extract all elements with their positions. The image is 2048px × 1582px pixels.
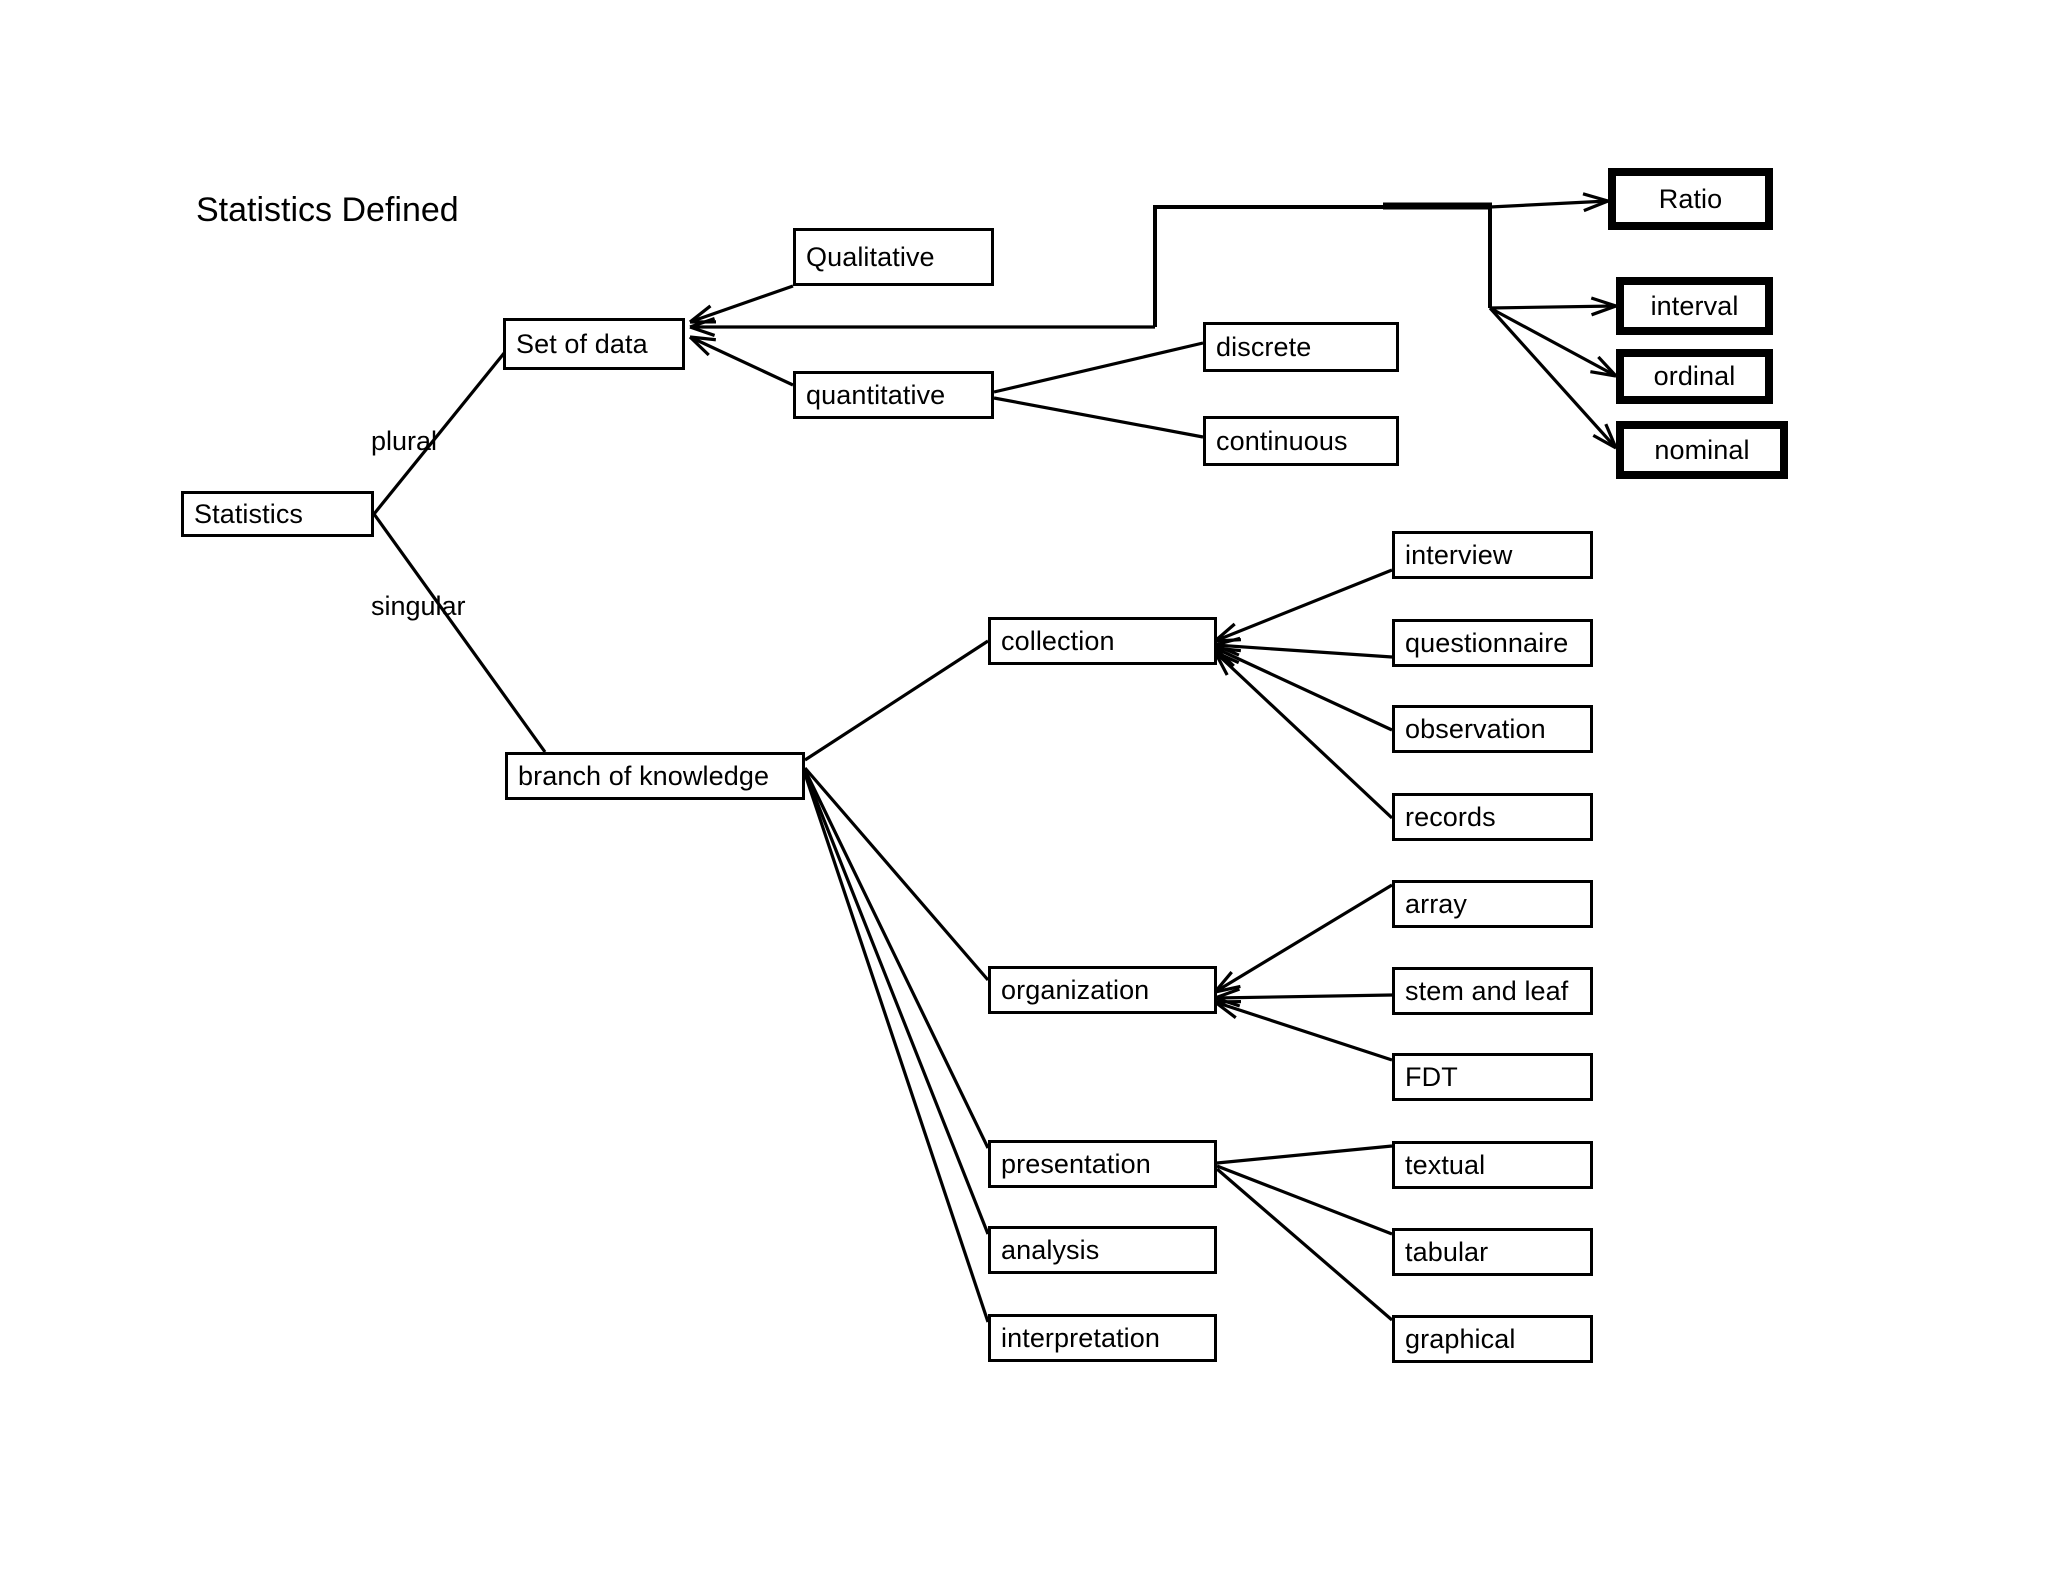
node-qualitative[interactable]: Qualitative xyxy=(793,228,994,286)
node-label: Ratio xyxy=(1658,183,1723,214)
edge-branch-to-collection xyxy=(804,639,989,762)
edge-quantitative-to-discrete xyxy=(993,341,1204,394)
node-label: analysis xyxy=(1001,1234,1100,1265)
page-title: Statistics Defined xyxy=(196,191,459,229)
node-label: textual xyxy=(1405,1149,1486,1180)
node-label: collection xyxy=(1001,625,1115,656)
node-label: Set of data xyxy=(516,328,648,359)
node-label: continuous xyxy=(1216,425,1348,456)
edge-branch-to-analysis xyxy=(803,771,990,1235)
edge-label-plural: plural xyxy=(371,426,438,456)
node-ordinal[interactable]: ordinal xyxy=(1616,349,1773,404)
edge-qualitative-to-set-of-data xyxy=(689,284,794,324)
node-stem-and-leaf[interactable]: stem and leaf xyxy=(1392,967,1593,1015)
node-records[interactable]: records xyxy=(1392,793,1593,841)
edge-quantitative-to-continuous xyxy=(993,396,1204,439)
node-label: ordinal xyxy=(1653,361,1736,391)
edge-observation-to-collection xyxy=(1213,646,1393,732)
edge-branch-to-interpretation xyxy=(803,773,990,1323)
edge-questionnaire-to-collection xyxy=(1214,636,1393,659)
node-collection[interactable]: collection xyxy=(988,617,1217,665)
edge-fdt-to-organization xyxy=(1214,1000,1393,1062)
node-textual[interactable]: textual xyxy=(1392,1141,1593,1189)
edge-label-singular: singular xyxy=(371,591,466,621)
node-label: interval xyxy=(1650,290,1739,321)
node-label: array xyxy=(1405,888,1468,919)
edge-branch-to-presentation xyxy=(803,769,990,1149)
edge-graphical-to-presentation xyxy=(1215,1167,1394,1322)
node-label: graphical xyxy=(1405,1323,1516,1354)
node-graphical[interactable]: graphical xyxy=(1392,1315,1593,1363)
edge-branch-to-organization xyxy=(803,766,990,982)
node-fdt[interactable]: FDT xyxy=(1392,1053,1593,1101)
edge-interview-to-collection xyxy=(1213,568,1393,643)
node-array[interactable]: array xyxy=(1392,880,1593,928)
edge-scale-bus-to-set-of-data xyxy=(689,317,1155,337)
node-presentation[interactable]: presentation xyxy=(988,1140,1217,1188)
node-label: stem and leaf xyxy=(1405,975,1569,1006)
node-label: organization xyxy=(1001,974,1150,1005)
node-label: Qualitative xyxy=(806,241,935,272)
node-statistics[interactable]: Statistics xyxy=(181,491,374,537)
node-label: quantitative xyxy=(806,379,946,410)
node-label: discrete xyxy=(1216,331,1312,362)
node-label: tabular xyxy=(1405,1236,1489,1267)
node-nominal[interactable]: nominal xyxy=(1616,421,1788,479)
edge-fan-to-interval xyxy=(1489,296,1617,317)
edge-statistics-to-branch xyxy=(372,513,547,753)
node-questionnaire[interactable]: questionnaire xyxy=(1392,619,1593,667)
edge-records-to-collection xyxy=(1213,650,1394,820)
node-discrete[interactable]: discrete xyxy=(1203,322,1399,372)
node-label: observation xyxy=(1405,713,1546,744)
node-observation[interactable]: observation xyxy=(1392,705,1593,753)
node-tabular[interactable]: tabular xyxy=(1392,1228,1593,1276)
node-label: interview xyxy=(1405,539,1513,570)
node-interview[interactable]: interview xyxy=(1392,531,1593,579)
node-analysis[interactable]: analysis xyxy=(988,1226,1217,1274)
node-label: questionnaire xyxy=(1405,627,1569,658)
edge-quantitative-to-set-of-data xyxy=(688,335,794,387)
node-label: nominal xyxy=(1654,434,1750,465)
node-quantitative[interactable]: quantitative xyxy=(793,371,994,419)
node-set-of-data[interactable]: Set of data xyxy=(503,318,685,370)
edge-fan-to-nominal xyxy=(1488,306,1618,450)
edge-scale-bus-vertical xyxy=(1153,205,1490,327)
node-label: presentation xyxy=(1001,1148,1151,1179)
node-continuous[interactable]: continuous xyxy=(1203,416,1399,466)
edge-array-to-organization xyxy=(1213,883,1393,994)
node-interpretation[interactable]: interpretation xyxy=(988,1314,1217,1362)
node-label: records xyxy=(1405,801,1496,832)
node-label: interpretation xyxy=(1001,1322,1160,1353)
node-organization[interactable]: organization xyxy=(988,966,1217,1014)
node-interval[interactable]: interval xyxy=(1616,277,1773,335)
node-label: branch of knowledge xyxy=(518,760,770,791)
edge-stem-to-organization xyxy=(1214,987,1393,1008)
node-branch-of-knowledge[interactable]: branch of knowledge xyxy=(505,752,805,800)
edge-tabular-to-presentation xyxy=(1216,1164,1393,1236)
edge-bus-to-ratio xyxy=(1489,192,1609,213)
edge-fan-to-ordinal xyxy=(1489,306,1618,378)
node-label: Statistics xyxy=(194,498,304,529)
node-ratio[interactable]: Ratio xyxy=(1608,168,1773,230)
node-label: FDT xyxy=(1405,1061,1458,1092)
edge-textual-to-presentation xyxy=(1216,1144,1393,1165)
